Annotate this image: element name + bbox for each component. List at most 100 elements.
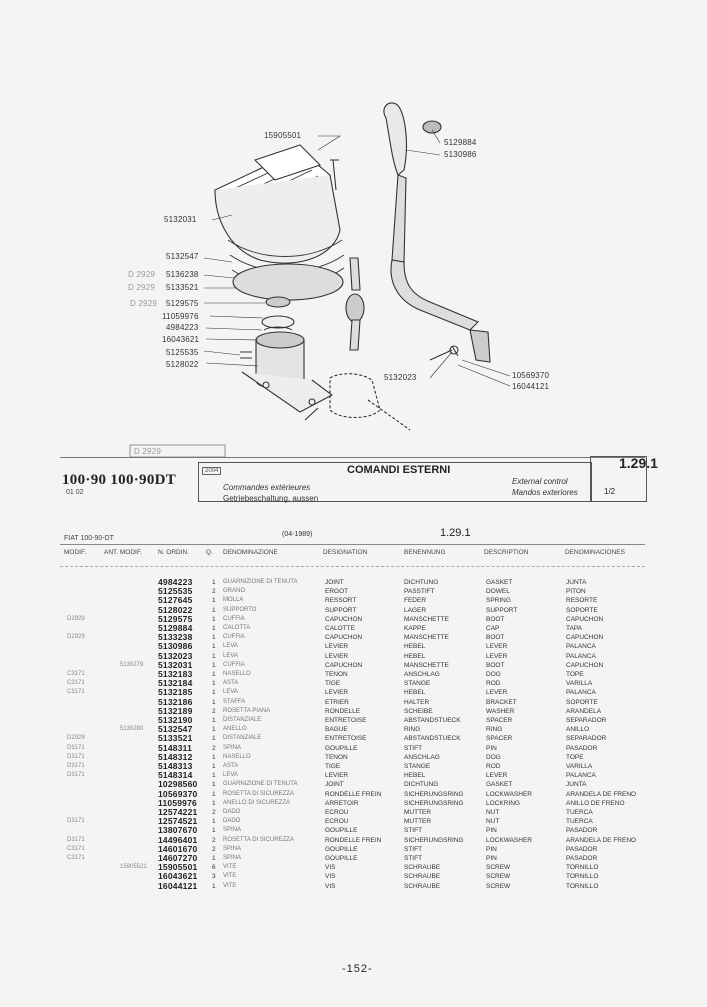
cell-designation: ETRIER (325, 698, 349, 706)
cell-benennung: HEBEL (404, 689, 426, 697)
cell-denominazione: ASTA (223, 763, 239, 769)
callout-part-number: 5132023 (384, 373, 417, 382)
cell-part-number: 15905501 (158, 862, 198, 873)
cell-benennung: STANGE (404, 763, 431, 770)
cell-denominazione: DADO (223, 809, 241, 815)
cell-benennung: ANSCHLAG (404, 753, 440, 761)
cell-denominacion: TOPE (566, 753, 584, 761)
title-english: External control (512, 477, 568, 486)
cell-designation: TIGE (325, 763, 341, 770)
cell-benennung: STANGE (404, 680, 431, 688)
callout-part-number: 5129575 (166, 299, 199, 308)
cell-description: LEVER (486, 772, 508, 780)
cell-benennung: STIFT (404, 855, 423, 862)
cell-description: LEVER (486, 689, 508, 697)
cell-designation: VIS (325, 873, 336, 881)
cell-benennung: SCHRAUBE (404, 864, 441, 872)
cell-denominazione: SPINA (223, 827, 242, 834)
cell-denominazione: LEVA (223, 689, 238, 696)
cell-quantity: 1 (212, 579, 216, 586)
cell-designation: TENON (325, 753, 348, 761)
cell-modif: D2929 (67, 634, 85, 641)
cell-denominazione: VITE (223, 882, 237, 889)
cell-denominacion: SOPORTE (566, 606, 598, 614)
cell-benennung: PASSTIFT (404, 588, 435, 596)
cell-part-number: 11059976 (158, 797, 197, 808)
cell-designation: GOUPILLE (325, 744, 358, 752)
cell-benennung: KAPPE (404, 625, 426, 632)
cell-denominazione: SPINA (223, 845, 242, 852)
cell-description: SCREW (486, 864, 511, 872)
cell-quantity: 1 (212, 597, 216, 605)
cell-quantity: 2 (212, 836, 216, 844)
cell-description: PIN (486, 855, 497, 862)
cell-quantity: 3 (212, 873, 216, 881)
cell-designation: ECROU (325, 818, 349, 826)
column-header-description: DESCRIPTION (484, 549, 529, 556)
cell-quantity: 1 (212, 661, 216, 669)
cell-quantity: 1 (212, 643, 216, 651)
cell-description: PIN (486, 845, 497, 853)
callout-part-number: 5133521 (166, 283, 199, 292)
cell-benennung: LAGER (404, 606, 427, 614)
cell-part-number: 5132190 (158, 715, 193, 725)
callout-part-number: 5128022 (166, 360, 199, 369)
cell-part-number: 13807670 (158, 825, 198, 836)
cell-denominacion: TOPE (566, 671, 584, 678)
cell-denominacion: PASADOR (566, 827, 598, 835)
cell-benennung: STIFT (404, 744, 423, 752)
cell-quantity: 1 (212, 625, 216, 632)
cell-quantity: 1 (212, 781, 216, 789)
callout-part-number: 5125535 (166, 348, 199, 357)
cell-designation: RONDELLE FREIN (325, 790, 382, 798)
cell-designation: JOINT (325, 781, 344, 789)
cell-denominazione: CALOTTA (223, 625, 251, 631)
cell-denominazione: LEVA (223, 652, 238, 659)
cell-part-number: 14607270 (158, 853, 198, 863)
model-title: 100·90 100·90DT (62, 472, 177, 488)
cell-designation: LEVIER (325, 772, 349, 780)
title-german: Getriebeschaltung, aussen (223, 494, 319, 503)
cell-denominacion: ARANDELA (566, 707, 602, 715)
cell-denominazione: GUARNIZIONE DI TENUTA (223, 579, 298, 585)
cell-part-number: 5132186 (158, 696, 193, 707)
cell-denominacion: TORNILLO (566, 864, 599, 872)
cell-benennung: HEBEL (404, 643, 426, 651)
cell-designation: JOINT (325, 579, 344, 586)
cell-description: GASKET (486, 579, 513, 586)
cell-denominacion: CAPUCHON (566, 634, 604, 642)
cell-denominacion: ARANDELA DE FRENO (566, 790, 637, 798)
cell-designation: ERGOT (325, 588, 349, 596)
cell-benennung: HEBEL (404, 772, 426, 780)
cell-denominacion: ANILLO DE FRENO (566, 799, 625, 807)
cell-modif: D3171 (67, 772, 85, 779)
cell-designation: GOUPILLE (325, 827, 358, 835)
cell-denominacion: VARILLA (566, 680, 593, 688)
cell-modif: C3171 (67, 845, 85, 852)
cell-denominazione: CUFFIA (223, 615, 245, 622)
cell-benennung: ABSTANDSTUECK (404, 717, 461, 724)
cell-benennung: STIFT (404, 845, 423, 853)
cell-denominacion: SEPARADOR (566, 717, 607, 724)
callout-part-number: 16043621 (162, 335, 200, 344)
cell-denominacion: ARANDELA DE FRENO (566, 836, 637, 844)
cell-denominacion: PALANCA (566, 652, 596, 660)
cell-part-number: 14601670 (158, 843, 198, 854)
cell-denominazione: ASTA (223, 680, 239, 687)
callout-revision: D 2929 (128, 270, 155, 279)
cell-designation: RONDELLE (325, 707, 361, 715)
cell-description: CAP (486, 625, 500, 632)
page-number: -152- (342, 963, 373, 975)
title-italian: COMANDI ESTERNI (347, 464, 451, 476)
cell-benennung: MUTTER (404, 818, 432, 826)
cell-quantity: 1 (212, 726, 216, 734)
